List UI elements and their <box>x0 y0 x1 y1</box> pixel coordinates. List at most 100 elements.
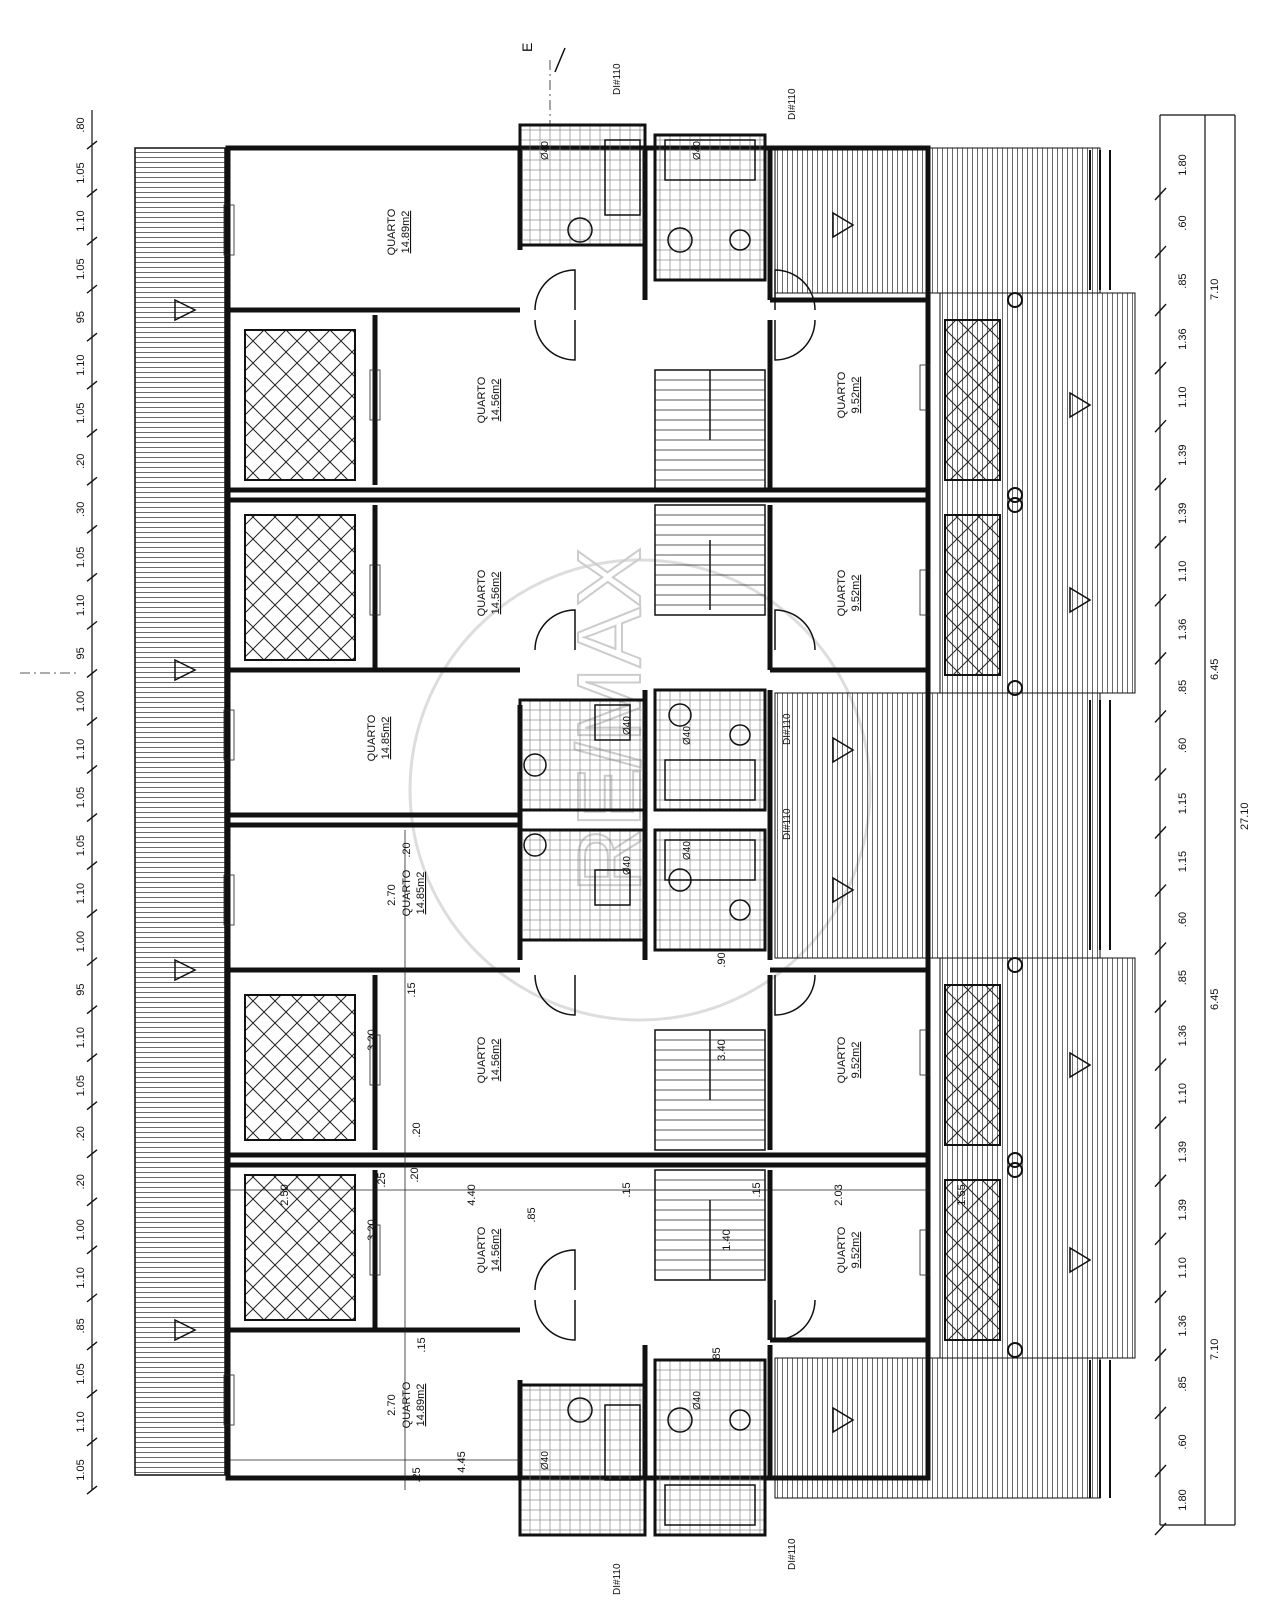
dimension-text: 1.10 <box>75 354 87 375</box>
svg-text:14.56m2: 14.56m2 <box>490 1039 502 1082</box>
dimension-text: 1.39 <box>1177 503 1189 524</box>
dimension-text: .30 <box>75 502 87 517</box>
interior-dimension-text: 1.40 <box>721 1229 733 1250</box>
dimension-text: .80 <box>75 117 87 132</box>
svg-text:Ø40: Ø40 <box>622 856 633 875</box>
svg-text:QUARTO: QUARTO <box>401 869 413 916</box>
svg-text:14.89m2: 14.89m2 <box>400 211 412 254</box>
dimension-tick <box>86 524 98 534</box>
svg-text:14.56m2: 14.56m2 <box>490 572 502 615</box>
dimension-tick <box>1154 884 1167 898</box>
dimension-tick <box>1154 593 1167 607</box>
dimension-text: .85 <box>1177 680 1189 695</box>
pipe-label: DI#110 <box>782 713 793 745</box>
dimension-tick <box>1154 535 1167 549</box>
dimension-tick <box>86 428 98 438</box>
dimension-text: 1.36 <box>1177 619 1189 640</box>
dimension-text: .60 <box>1177 1434 1189 1449</box>
pipe-label: DI#110 <box>787 88 798 120</box>
dimension-tick <box>1154 709 1167 723</box>
dimension-tick <box>86 188 98 198</box>
dimension-text: 1.80 <box>1177 154 1189 175</box>
dimension-text: 1.10 <box>1177 561 1189 582</box>
svg-text:Ø40: Ø40 <box>540 141 551 160</box>
fence-posts <box>1007 150 1111 1498</box>
dimension-lines <box>20 47 1236 1526</box>
svg-text:9.52m2: 9.52m2 <box>850 1232 862 1269</box>
interior-dimension-text: 1.55 <box>956 1184 968 1205</box>
dimension-tick <box>1154 419 1167 433</box>
dimension-text: 1.05 <box>75 1363 87 1384</box>
dimension-texts-bottom: 1.80.60.851.361.101.391.391.101.36.85.60… <box>1177 154 1189 1510</box>
dimension-tick <box>1154 1348 1167 1362</box>
dimension-tick <box>86 861 98 871</box>
dimension-tick <box>86 764 98 775</box>
dimension-tick <box>1154 303 1167 317</box>
svg-text:QUARTO: QUARTO <box>476 569 488 616</box>
pipe-label: DI#110 <box>787 1538 798 1570</box>
svg-text:Ø40: Ø40 <box>692 141 703 160</box>
dimension-tick <box>86 716 98 726</box>
dimension-tick <box>1154 1290 1167 1304</box>
svg-text:14.89m2: 14.89m2 <box>415 1384 427 1427</box>
total-dim: 27.10 <box>1239 802 1251 830</box>
dimension-tick <box>86 1197 98 1207</box>
fixtures <box>523 139 756 1526</box>
interior-dimension-text: .85 <box>526 1207 538 1222</box>
dimension-text: 1.05 <box>75 403 87 424</box>
interior-dimension-text: 2.50 <box>279 1184 291 1205</box>
dimension-tick <box>86 140 98 150</box>
dimension-tick <box>1154 477 1167 491</box>
interior-dimension-text: .85 <box>711 1347 723 1362</box>
dimension-text: .20 <box>75 1126 87 1141</box>
dimension-text: 1.15 <box>1177 851 1189 872</box>
dimension-tick <box>1154 942 1167 956</box>
dimension-text: 1.80 <box>1177 1489 1189 1510</box>
svg-text:Ø40: Ø40 <box>682 841 693 860</box>
svg-text:Ø40: Ø40 <box>540 1451 551 1470</box>
svg-text:QUARTO: QUARTO <box>476 376 488 423</box>
dimension-tick <box>1154 1058 1167 1072</box>
total-dim: 7.10 <box>1209 1339 1221 1360</box>
dimension-tick <box>86 236 98 246</box>
dimension-text: 1.00 <box>75 691 87 712</box>
dimension-tick <box>86 1101 98 1111</box>
dimension-tick <box>86 812 98 823</box>
dimension-text: 1.05 <box>75 1075 87 1096</box>
svg-text:9.52m2: 9.52m2 <box>850 575 862 612</box>
dimension-text: 1.36 <box>1177 1315 1189 1336</box>
dimension-text: .85 <box>1177 273 1189 288</box>
dimension-tick <box>86 1053 98 1063</box>
svg-text:Ø40: Ø40 <box>622 716 633 735</box>
dimension-text: 1.10 <box>75 1267 87 1288</box>
dimension-tick <box>86 380 98 390</box>
dimension-tick <box>1154 651 1167 665</box>
planters <box>244 319 1001 1341</box>
dimension-tick <box>1154 826 1167 839</box>
interior-dimension-text: .15 <box>406 982 418 997</box>
dimension-tick <box>1154 1464 1167 1478</box>
dimension-text: 1.15 <box>1177 793 1189 814</box>
svg-text:Ø40: Ø40 <box>682 726 693 745</box>
dimension-text: 1.00 <box>75 931 87 952</box>
dimension-tick <box>1154 1406 1167 1420</box>
pipe-labels: DI#110 DI#110 DI#110 DI#110 DI#110 DI#11… <box>612 63 798 1595</box>
interior-dimension-text: 2.70 <box>386 1394 398 1415</box>
dimension-text: .60 <box>1177 215 1189 230</box>
svg-text:14.56m2: 14.56m2 <box>490 1229 502 1272</box>
svg-text:14.85m2: 14.85m2 <box>415 872 427 915</box>
interior-dimension-text: 3.20 <box>366 1219 378 1240</box>
interior-dimension-text: 2.03 <box>833 1184 845 1205</box>
dimension-text: 1.10 <box>75 210 87 231</box>
pipe-label: DI#110 <box>782 808 793 840</box>
dimension-text: 1.05 <box>75 547 87 568</box>
dimension-ticks-top <box>86 140 98 1495</box>
level-markers <box>174 211 1092 1434</box>
